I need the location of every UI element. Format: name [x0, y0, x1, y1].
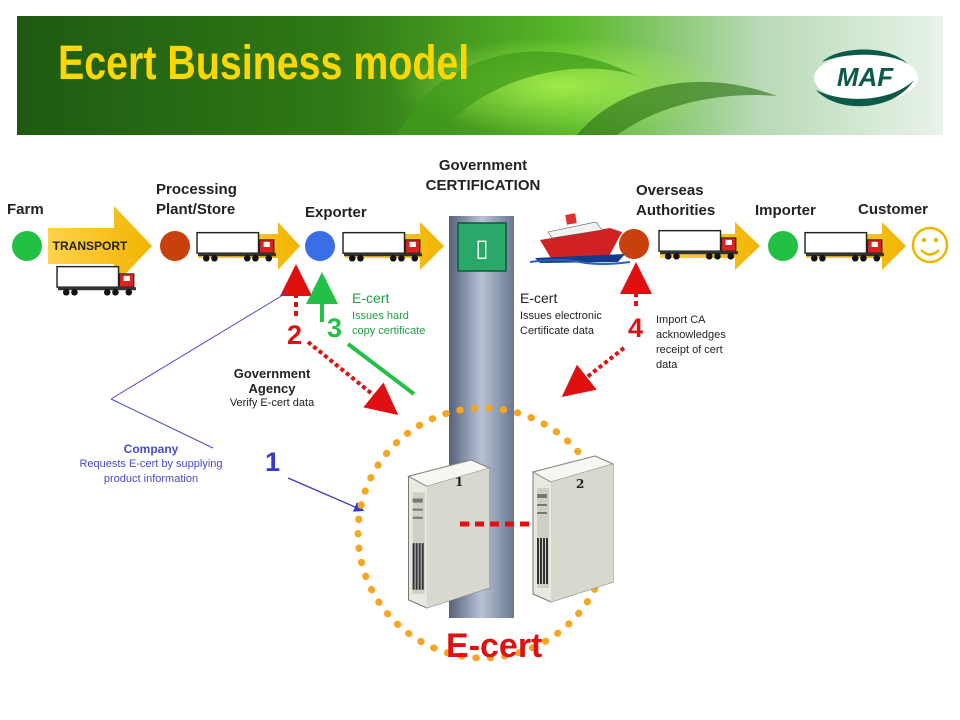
ecert-exporter-note: E-cert Issues hard copy certificate [352, 290, 425, 339]
step1-arrow [287, 477, 365, 512]
transport-arrow [48, 206, 152, 286]
company-line-top [110, 291, 289, 400]
government-agency-title-line1: Government [233, 366, 311, 381]
ecert-overseas-title: E-cert [520, 290, 558, 306]
step-4-number: 4 [628, 313, 644, 343]
company-line1: Requests E-cert by supplying [79, 458, 223, 470]
company-title: Company [123, 442, 179, 456]
ecert-exporter-title: E-cert [352, 290, 390, 306]
stage-processing-line2: Plant/Store [156, 201, 236, 218]
step-3-number: 3 [327, 313, 343, 343]
transport-label: TRANSPORT [53, 239, 128, 253]
server-1-label: 1 [455, 475, 463, 489]
ecert-system-label: E-cert [446, 627, 543, 665]
overseas-dot [619, 229, 649, 259]
ecert-overseas-line1: Issues electronic [520, 310, 602, 322]
farm-dot [12, 231, 42, 261]
stage-government: Government CERTIFICATION [405, 156, 561, 196]
ship-icon [529, 213, 631, 265]
page-title: Ecert Business model [58, 37, 470, 90]
stage-processing: Processing Plant/Store [156, 180, 237, 220]
company-note: Company Requests E-cert by supplying pro… [58, 442, 244, 487]
ecert-overseas-note: E-cert Issues electronic Certificate dat… [520, 290, 602, 339]
stage-farm: Farm [7, 201, 44, 218]
server-2 [532, 455, 614, 603]
smiley-icon [911, 226, 949, 264]
government-agency-note: Government Agency Verify E-cert data [208, 366, 336, 411]
government-badge-icon: ▯ [475, 234, 488, 262]
import-ca-line3: receipt of cert [656, 344, 723, 356]
step-1-number: 1 [265, 447, 281, 477]
ecert-overseas-line2: Certificate data [520, 325, 594, 337]
processing-dot [160, 231, 190, 261]
stage-government-line1: Government [438, 157, 528, 174]
government-agency-desc: Verify E-cert data [229, 397, 315, 409]
stage-overseas: Overseas Authorities [636, 181, 715, 221]
step3-link [346, 342, 416, 396]
step4-down-arrow [561, 346, 626, 397]
maf-logo-text: MAF [837, 62, 894, 92]
exporter-dot [305, 231, 335, 261]
header-banner [17, 16, 943, 135]
import-ca-line2: acknowledges [656, 329, 726, 341]
ecert-exporter-line1: Issues hard [352, 310, 409, 322]
stage-overseas-line1: Overseas [636, 182, 704, 199]
stage-customer: Customer [858, 201, 929, 218]
company-line2: product information [103, 473, 199, 485]
stage-importer: Importer [755, 202, 816, 219]
stage-processing-line1: Processing [156, 181, 237, 198]
government-badge [457, 222, 507, 272]
stage-government-line2: CERTIFICATION [425, 177, 541, 194]
server-2-label: 2 [576, 477, 584, 491]
maf-logo: MAF [808, 40, 918, 112]
import-ca-line1: Import CA [656, 314, 706, 326]
leaf-background-image [17, 16, 943, 135]
stage-overseas-line2: Authorities [636, 202, 716, 219]
server-1 [407, 459, 491, 609]
government-agency-title-line2: Agency [248, 381, 296, 396]
importer-dot [768, 231, 798, 261]
stage-exporter: Exporter [305, 204, 367, 221]
ecert-exporter-line2: copy certificate [352, 325, 426, 337]
company-line-bottom [110, 398, 214, 449]
import-ca-note: Import CA acknowledges receipt of cert d… [656, 313, 726, 373]
import-ca-line4: data [656, 359, 678, 371]
step-2-number: 2 [287, 320, 303, 350]
